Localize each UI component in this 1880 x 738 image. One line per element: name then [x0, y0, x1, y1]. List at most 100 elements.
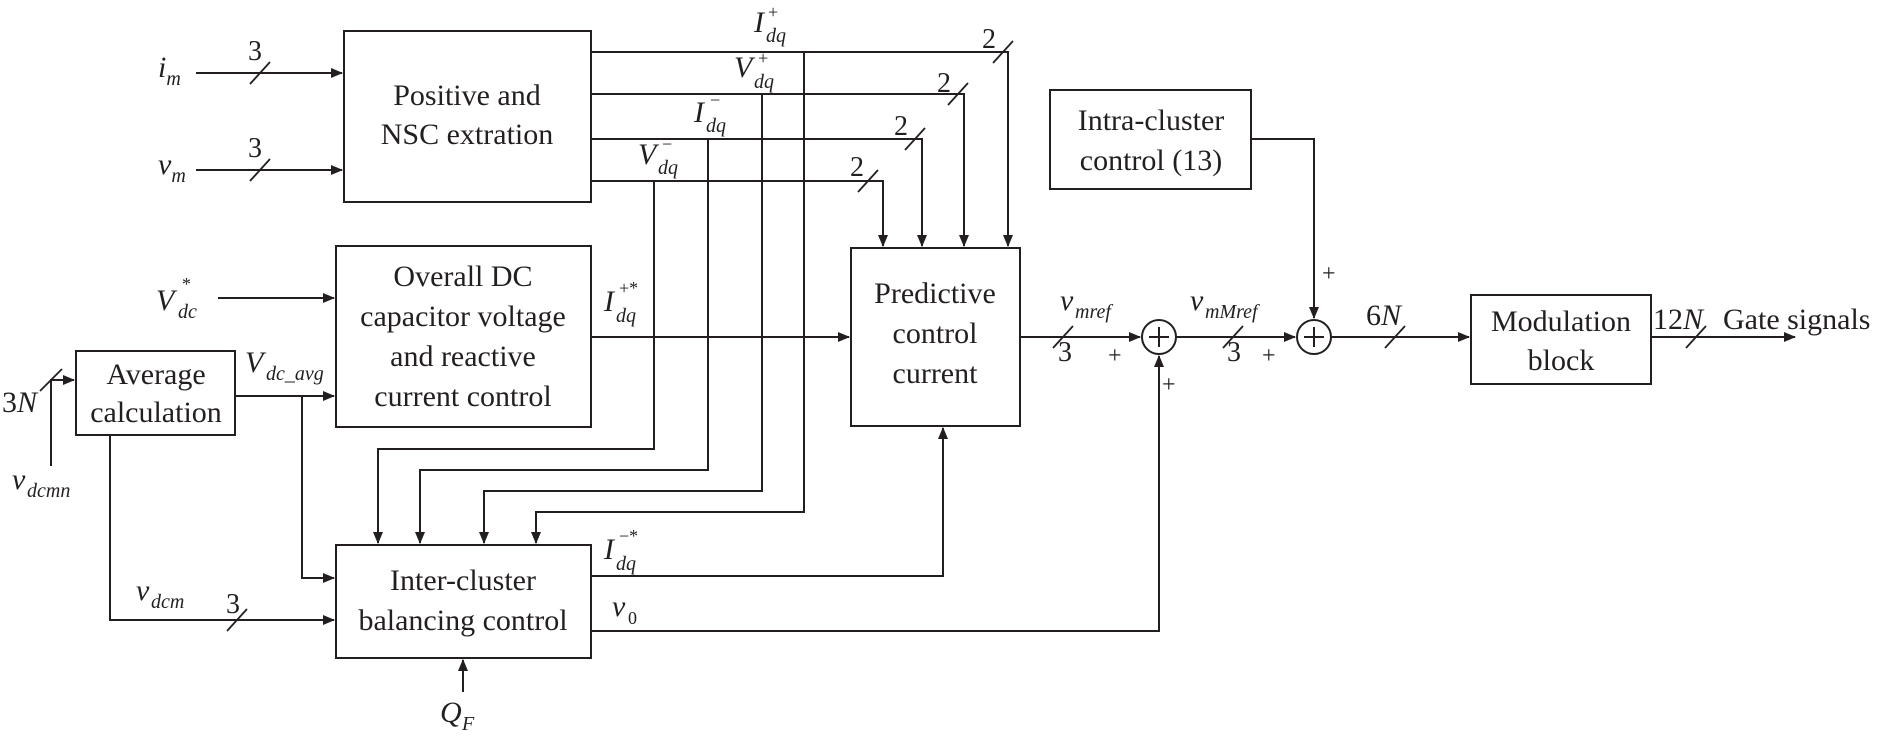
svg-text:F: F [461, 713, 475, 735]
bus-width-v-mmref: 3 [1227, 337, 1241, 368]
inter-cluster-balancing-block: Inter-cluster balancing control [335, 544, 592, 659]
svg-text:dcmn: dcmn [27, 480, 70, 502]
svg-text:−: − [662, 134, 672, 154]
label-i-dq-pos-ref: I dq +* [603, 278, 638, 327]
bus-width-v-dq-neg: 2 [850, 152, 864, 183]
svg-text:V: V [734, 51, 756, 84]
label-i-dq-pos: I dq + [753, 2, 786, 47]
label-i-m: im [158, 51, 181, 90]
wire-v-dcm [109, 435, 335, 625]
positive-nsc-label-2: NSC extration [381, 118, 554, 151]
overall-dc-label-3: and reactive [390, 340, 536, 373]
label-q-f: Q F [440, 696, 475, 735]
positive-nsc-extraction-block: Positive and NSC extration [343, 30, 592, 203]
sum2-left-sign: + [1262, 343, 1276, 369]
average-calculation-block: Average calculation [75, 350, 236, 436]
wire-intra-cluster [1251, 138, 1319, 319]
wire-v-dq-pos [591, 93, 969, 247]
svg-text:dcm: dcm [151, 591, 184, 613]
svg-text:dq: dq [616, 553, 636, 575]
bus-width-i-dq-pos: 2 [982, 24, 996, 55]
overall-dc-control-block: Overall DC capacitor voltage and reactiv… [335, 245, 592, 428]
bus-ticks [39, 40, 1707, 632]
wire-v-dq-neg [591, 180, 888, 247]
svg-text:0: 0 [628, 608, 637, 628]
wire-i-dq-pos-branch [531, 52, 805, 544]
svg-text:dq: dq [616, 305, 636, 327]
label-v-mmref: v mMref [1190, 284, 1260, 323]
bus-width-v-mref: 3 [1058, 337, 1072, 368]
wire-i-dq-neg-ref [591, 427, 948, 577]
svg-text:V: V [245, 346, 267, 379]
wire-vdc-avg-branch [301, 396, 335, 583]
intra-cluster-label-2: control (13) [1080, 144, 1222, 177]
predictive-control-block: Predictive control current [850, 247, 1021, 427]
bus-width-v-dcmn: 3N [2, 386, 39, 419]
svg-text:dq: dq [658, 157, 678, 179]
svg-text:V: V [638, 138, 660, 171]
svg-text:dq: dq [766, 25, 786, 47]
svg-text:−*: −* [619, 526, 638, 546]
svg-text:dq: dq [754, 71, 774, 93]
svg-text:I: I [753, 6, 766, 39]
summing-junction-2 [1296, 319, 1332, 355]
svg-text:mref: mref [1075, 301, 1113, 323]
predictive-label-1: Predictive [874, 277, 996, 310]
sum2-top-sign: + [1322, 261, 1336, 287]
bus-width-sum2-out: 6N [1366, 299, 1403, 332]
bus-width-i-dq-neg: 2 [894, 111, 908, 142]
label-i-dq-neg: I dq − [693, 90, 726, 137]
average-label-2: calculation [90, 396, 222, 429]
wire-v-dcmn [50, 375, 75, 466]
svg-text:v: v [1060, 284, 1074, 317]
bus-width-v-dcm: 3 [226, 589, 240, 620]
svg-text:Q: Q [440, 696, 462, 729]
svg-text:v: v [612, 590, 626, 623]
svg-text:I: I [603, 285, 616, 318]
label-v-dcmn: v dcmn [12, 463, 70, 502]
svg-text:*: * [182, 274, 191, 294]
svg-text:v: v [136, 574, 150, 607]
inter-cluster-label-1: Inter-cluster [390, 564, 536, 597]
label-v-dq-pos: V dq + [734, 48, 774, 93]
wire-v-dq-pos-branch [479, 94, 763, 544]
wire-i-dq-neg-branch [415, 139, 709, 544]
overall-dc-label-1: Overall DC [393, 260, 532, 293]
modulation-label-2: block [1528, 344, 1595, 377]
svg-text:dc: dc [178, 301, 197, 323]
wire-v-dq-neg-branch [373, 181, 655, 544]
wire-i-dq-neg [591, 138, 927, 247]
label-v-dq-neg: V dq − [638, 134, 678, 179]
label-i-dq-neg-ref: I dq −* [603, 526, 638, 575]
svg-text:+*: +* [619, 278, 638, 298]
svg-text:I: I [693, 96, 706, 129]
signal-labels: im vm V dc * V dc_avg v dcmn v dcm Q F I… [12, 2, 1870, 735]
modulation-block: Modulation block [1470, 294, 1652, 385]
svg-text:+: + [758, 48, 768, 68]
inter-cluster-label-2: balancing control [358, 604, 567, 637]
sum1-left-sign: + [1108, 343, 1122, 369]
positive-nsc-label-1: Positive and [393, 79, 541, 112]
svg-text:v: v [1190, 284, 1204, 317]
label-v-dcm: v dcm [136, 574, 184, 613]
sum-signs: + + + + [1108, 261, 1336, 398]
label-v-m: vm [158, 148, 186, 187]
summing-junction-1 [1141, 319, 1177, 355]
bus-width-v-dq-pos: 2 [937, 68, 951, 99]
label-v-mref: v mref [1060, 284, 1113, 323]
svg-text:I: I [603, 533, 616, 566]
wire-v-0 [591, 355, 1164, 632]
average-label-1: Average [106, 358, 205, 391]
svg-text:V: V [156, 284, 178, 317]
overall-dc-label-2: capacitor voltage [360, 300, 566, 333]
svg-text:dq: dq [706, 115, 726, 137]
svg-text:v: v [12, 463, 26, 496]
sum1-bottom-sign: + [1162, 372, 1176, 398]
intra-cluster-control-block: Intra-cluster control (13) [1049, 89, 1252, 190]
svg-text:mMref: mMref [1205, 301, 1260, 323]
label-vdc-star: V dc * [156, 274, 197, 323]
bus-width-gate: 12N [1653, 303, 1705, 336]
wire-i-dq-pos [591, 51, 1013, 247]
predictive-label-2: control [893, 317, 978, 350]
intra-cluster-label-1: Intra-cluster [1078, 104, 1225, 137]
